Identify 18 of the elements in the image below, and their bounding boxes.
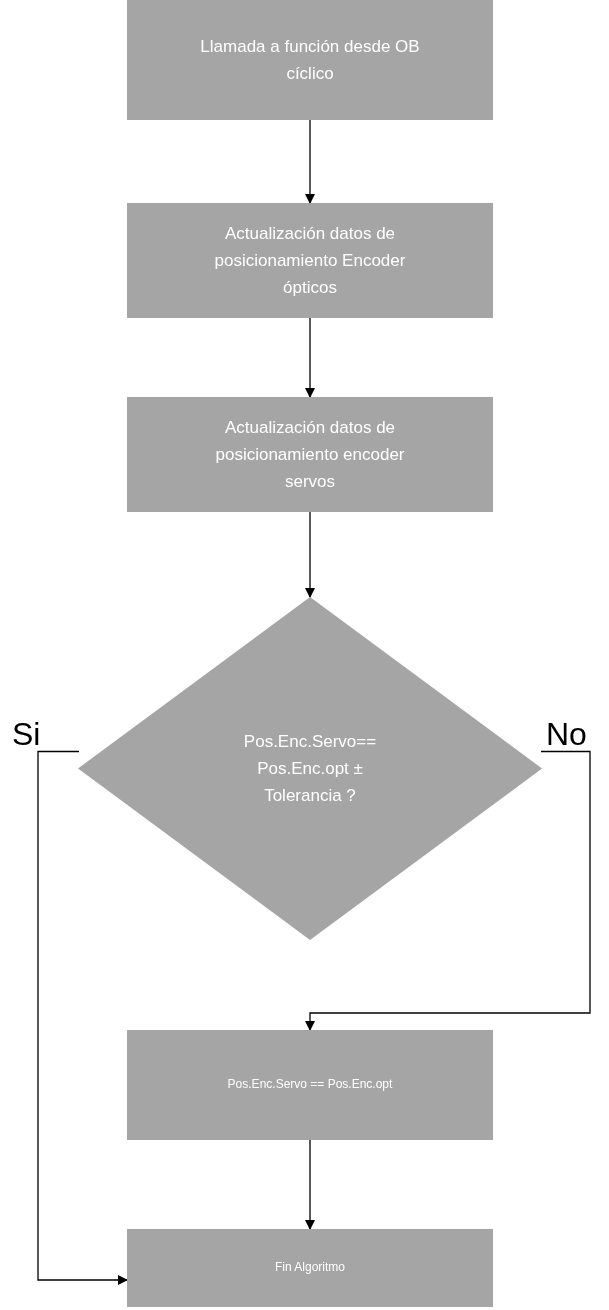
decision-diamond: [78, 597, 542, 940]
arrow: [305, 750, 591, 1031]
process-box: [127, 203, 493, 318]
arrow: [305, 119, 315, 204]
arrow: [305, 317, 315, 398]
node-text: Pos.Enc.Servo == Pos.Enc.opt: [227, 1076, 393, 1094]
process-box: [127, 1030, 493, 1140]
process-box: [127, 0, 493, 120]
node-text: Pos.Enc.Servo== Pos.Enc.opt ± Tolerancia ?: [242, 730, 378, 808]
node-text: Actualización datos de posicionamiento encoder servos: [214, 416, 406, 494]
arrow: [305, 1139, 315, 1230]
node-text: Fin Algoritmo: [275, 1259, 345, 1277]
arrow: [37, 750, 128, 1285]
process-box: [127, 1229, 493, 1307]
node-text: Llamada a función desde OB cíclico: [199, 35, 421, 85]
arrow: [305, 511, 315, 598]
process-box: [127, 397, 493, 512]
node-text: Actualización datos de posicionamiento Encoder ópticos: [213, 222, 407, 300]
